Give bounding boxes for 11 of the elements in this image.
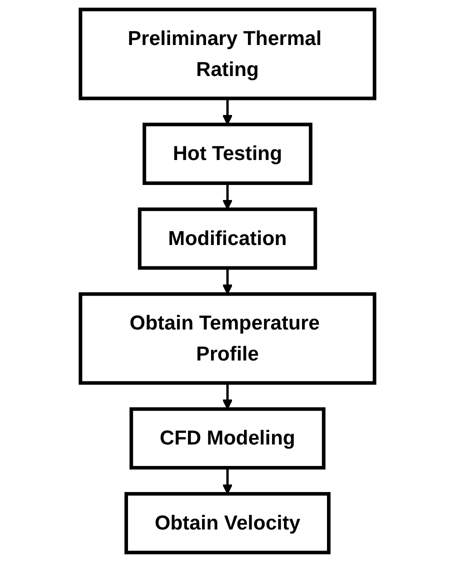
node-box: [124, 492, 331, 554]
arrow: [222, 468, 233, 494]
node-box: [142, 122, 312, 185]
node-box: [78, 8, 376, 100]
arrow: [222, 183, 233, 210]
arrow: [222, 268, 233, 295]
node-box: [130, 407, 326, 470]
node-box: [78, 292, 376, 385]
arrow: [222, 382, 233, 410]
arrow: [222, 98, 233, 125]
node-box: [138, 208, 318, 270]
